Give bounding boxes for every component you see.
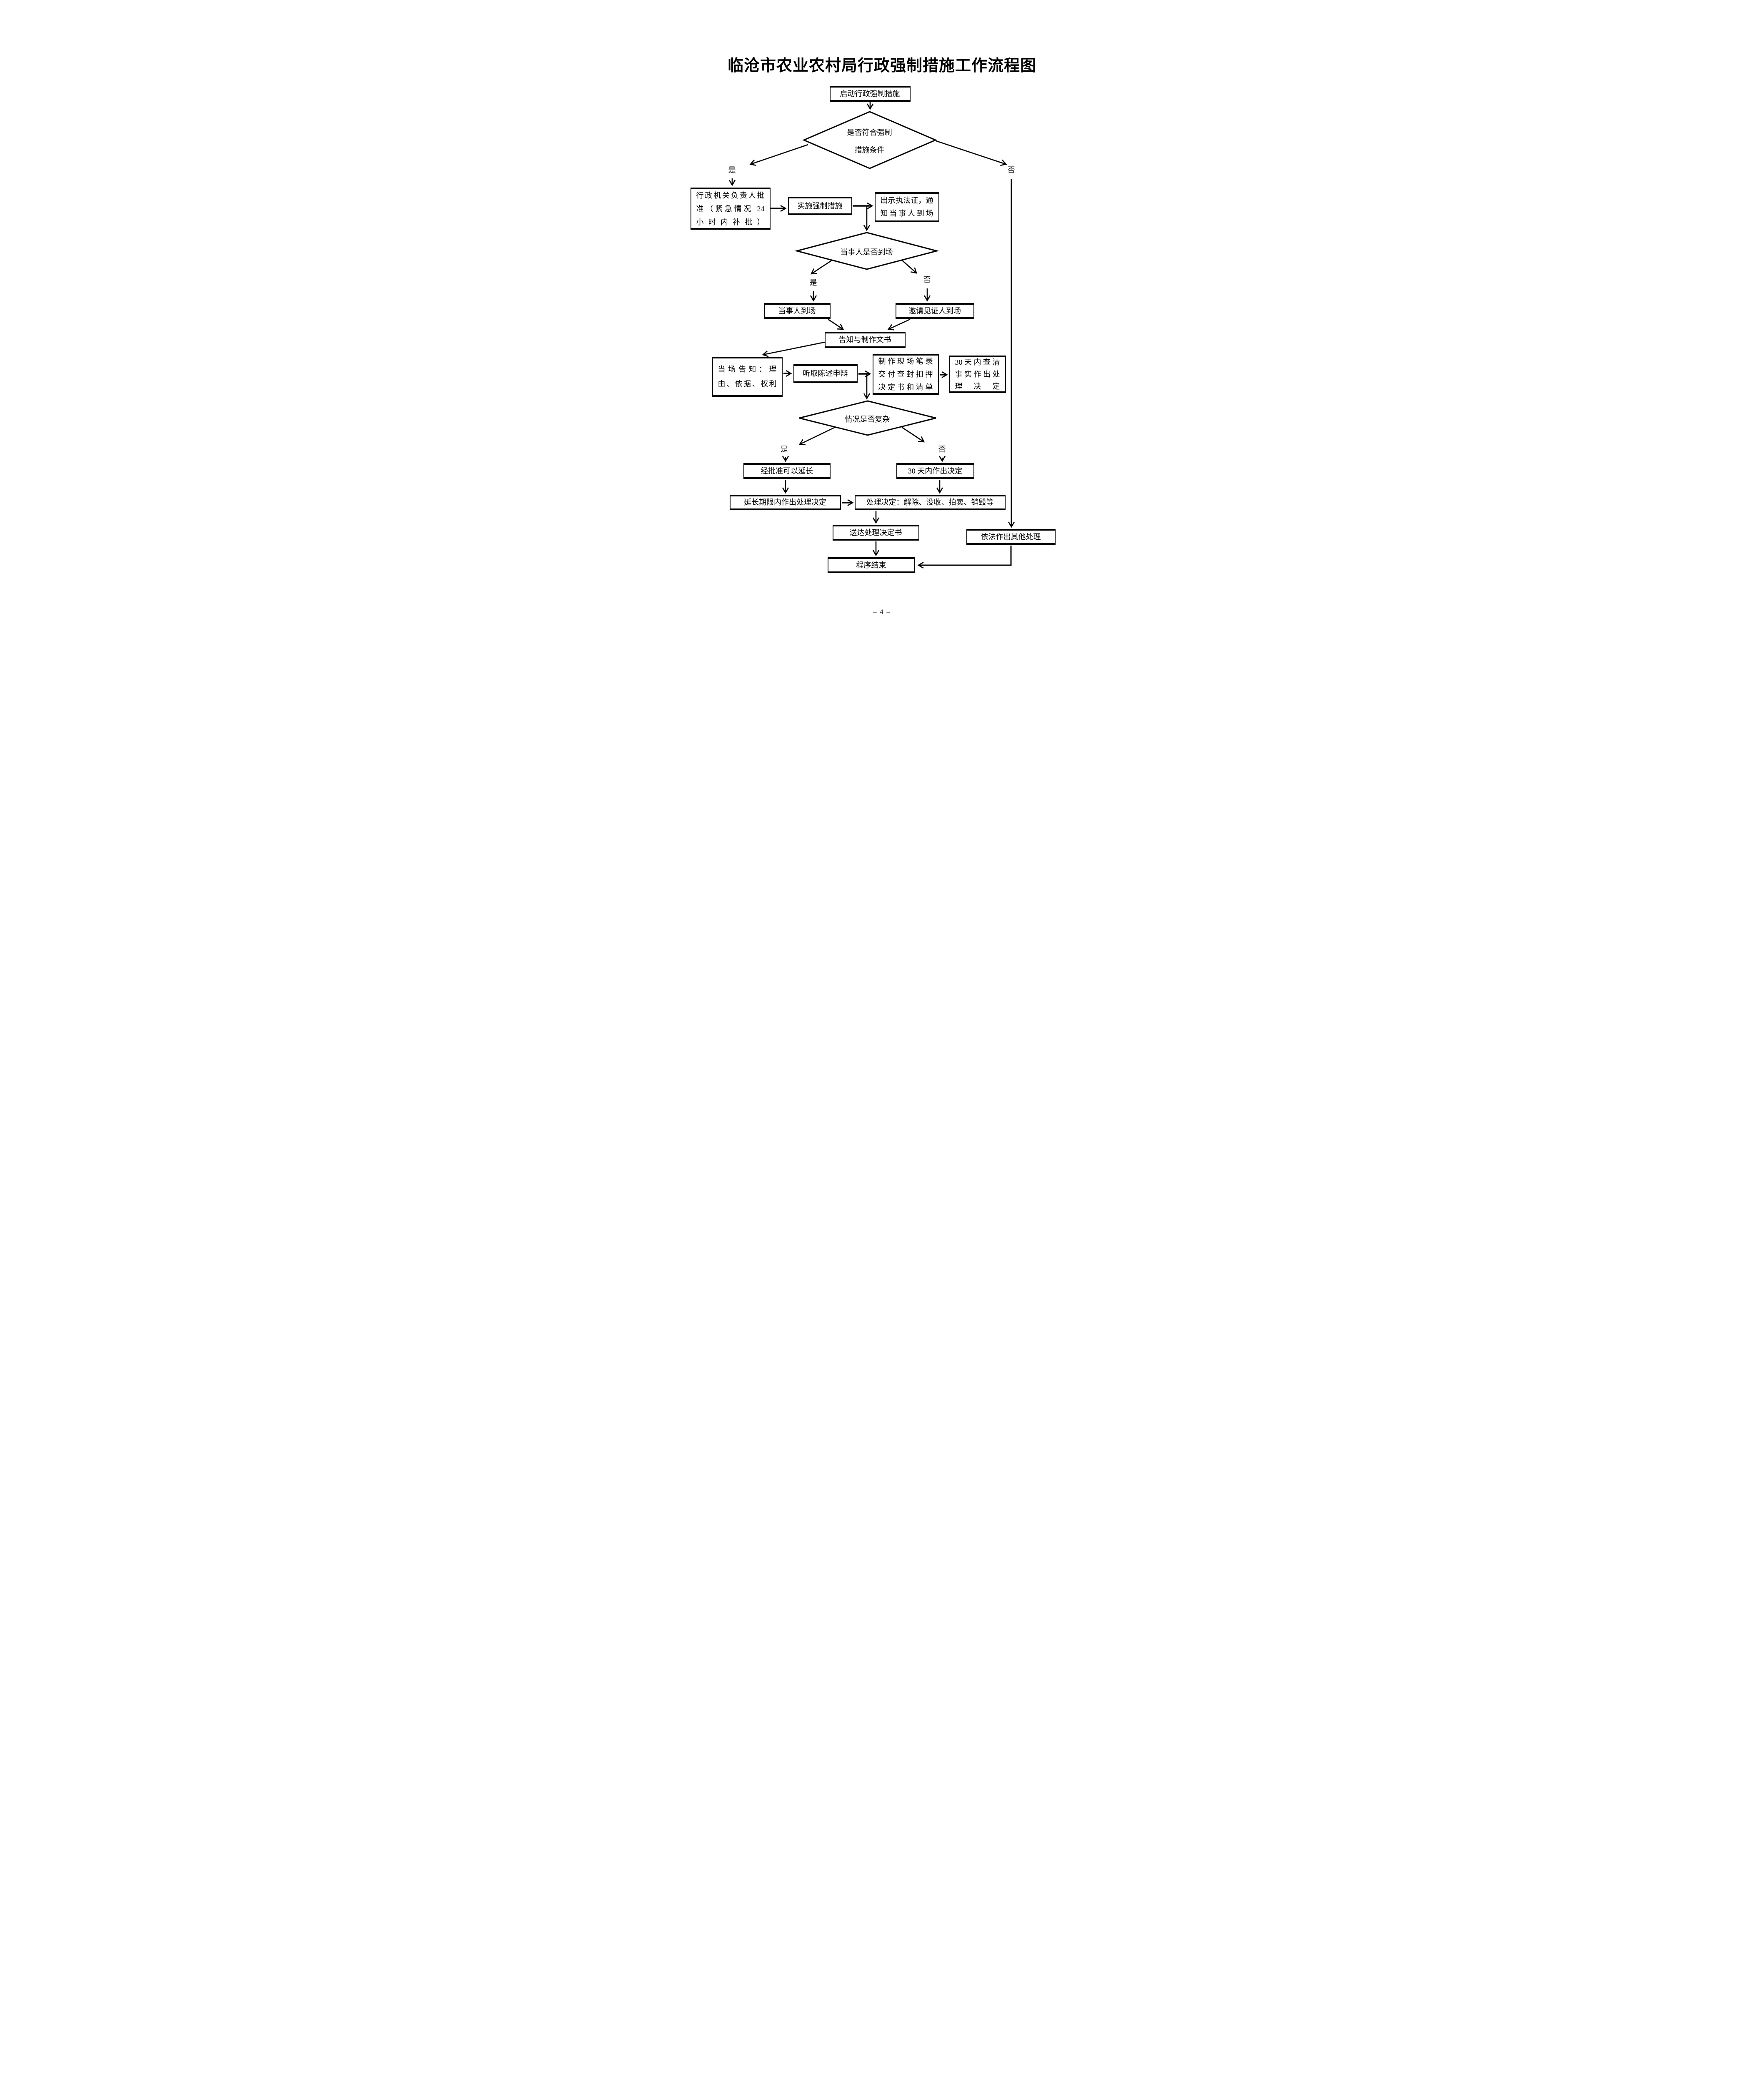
node-make-record-line3: 决定书和清单	[878, 383, 933, 391]
node-decide-30days-label: 30 天内作出决定	[908, 466, 963, 475]
node-deliver-decision-label: 送达处理决定书	[849, 528, 902, 537]
node-extended-decision: 延长期限内作出处理决定	[729, 495, 841, 510]
node-show-certificate-line2: 知当事人到场	[880, 209, 933, 218]
node-invite-witness-label: 邀请见证人到场	[908, 306, 961, 315]
node-end: 程序结束	[827, 557, 915, 573]
node-onsite-inform-line2: 由、依据、权利	[718, 380, 777, 388]
arrow-complex-yes	[798, 426, 836, 446]
node-decide-30days: 30 天内作出决定	[896, 463, 974, 479]
node-implement-label: 实施强制措施	[797, 201, 843, 210]
decision-party-text: 当事人是否到场	[840, 248, 893, 256]
flowchart-page: 临沧市农业农村局行政强制措施工作流程图 启动行政强制措施 行政机关负责人批 准（…	[653, 0, 1111, 649]
page-title: 临沧市农业农村局行政强制措施工作流程图	[727, 57, 1036, 75]
arrow-other-to-end	[917, 546, 1011, 569]
node-approve-line3: 小时内补批）	[696, 218, 765, 226]
arrow-complex-no	[901, 426, 925, 443]
node-approve: 行政机关负责人批 准（紧急情况 24 小时内补批）	[690, 188, 771, 230]
node-other-handling: 依法作出其他处理	[966, 529, 1056, 545]
node-implement: 实施强制措施	[788, 197, 852, 215]
arrow-conditions-yes	[749, 144, 808, 166]
branch-label-yes-2: 是	[809, 278, 817, 287]
decision-diamond-conditions	[802, 111, 937, 169]
arrow-party-to-inform	[827, 318, 844, 330]
node-inform-documents-label: 告知与制作文书	[838, 336, 891, 344]
branch-label-no-2: 否	[923, 276, 931, 284]
node-hear-statement-label: 听取陈述申辩	[803, 369, 848, 378]
node-investigate-line2: 事实作出处	[955, 370, 1000, 378]
node-deliver-decision: 送达处理决定书	[832, 525, 919, 541]
node-hear-statement: 听取陈述申辩	[793, 364, 858, 383]
branch-label-yes-1: 是	[728, 166, 736, 174]
branch-label-no-1: 否	[1007, 166, 1015, 174]
node-end-label: 程序结束	[856, 561, 886, 569]
arrow-conditions-no	[936, 140, 1007, 166]
node-invite-witness: 邀请见证人到场	[895, 303, 974, 319]
node-start: 启动行政强制措施	[829, 86, 911, 102]
node-party-present: 当事人到场	[763, 303, 831, 319]
node-inform-documents: 告知与制作文书	[824, 332, 906, 348]
arrow-party-no	[901, 260, 917, 274]
node-make-record-line1: 制作现场笔录	[878, 357, 933, 366]
node-approved-extend: 经批准可以延长	[743, 463, 831, 479]
node-disposal-decision-label: 处理决定：解除、没收、拍卖、销毁等	[866, 498, 994, 506]
node-approve-line2: 准（紧急情况 24	[696, 204, 765, 213]
node-start-label: 启动行政强制措施	[840, 89, 900, 98]
arrow-inform-to-onsite	[761, 341, 825, 357]
node-investigate-line3: 理决定	[955, 382, 1000, 391]
node-extended-decision-label: 延长期限内作出处理决定	[744, 498, 826, 506]
flowchart-connectors	[728, 102, 1015, 569]
branch-label-no-3: 否	[938, 445, 946, 453]
node-other-handling-label: 依法作出其他处理	[981, 532, 1041, 541]
decision-conditions-line2: 措施条件	[854, 146, 885, 154]
page-number: – 4 –	[873, 609, 891, 616]
branch-label-yes-3: 是	[780, 445, 788, 453]
node-onsite-inform: 当场告知：理 由、依据、权利	[712, 357, 783, 397]
node-show-certificate: 出示执法证，通 知当事人到场	[874, 192, 939, 222]
node-onsite-inform-line1: 当场告知：理	[718, 365, 777, 373]
decision-conditions-line1: 是否符合强制	[847, 128, 892, 137]
node-make-record: 制作现场笔录 交付查封扣押 决定书和清单	[872, 354, 939, 395]
node-make-record-line2: 交付查封扣押	[878, 370, 933, 378]
node-investigate-line1: 30天内查清	[955, 358, 1000, 366]
arrow-party-yes	[810, 259, 833, 275]
node-investigate-30days: 30天内查清 事实作出处 理决定	[949, 356, 1006, 393]
arrow-witness-to-inform	[887, 318, 911, 331]
node-approved-extend-label: 经批准可以延长	[761, 466, 813, 475]
decision-conditions-text: 是否符合强制 措施条件	[828, 126, 911, 156]
node-disposal-decision: 处理决定：解除、没收、拍卖、销毁等	[854, 495, 1006, 510]
decision-diamond-complexity	[799, 400, 936, 436]
node-approve-line1: 行政机关负责人批	[696, 191, 765, 200]
decision-complex-text: 情况是否复杂	[845, 415, 890, 423]
node-show-certificate-line1: 出示执法证，通	[880, 196, 933, 205]
node-party-present-label: 当事人到场	[778, 306, 816, 315]
